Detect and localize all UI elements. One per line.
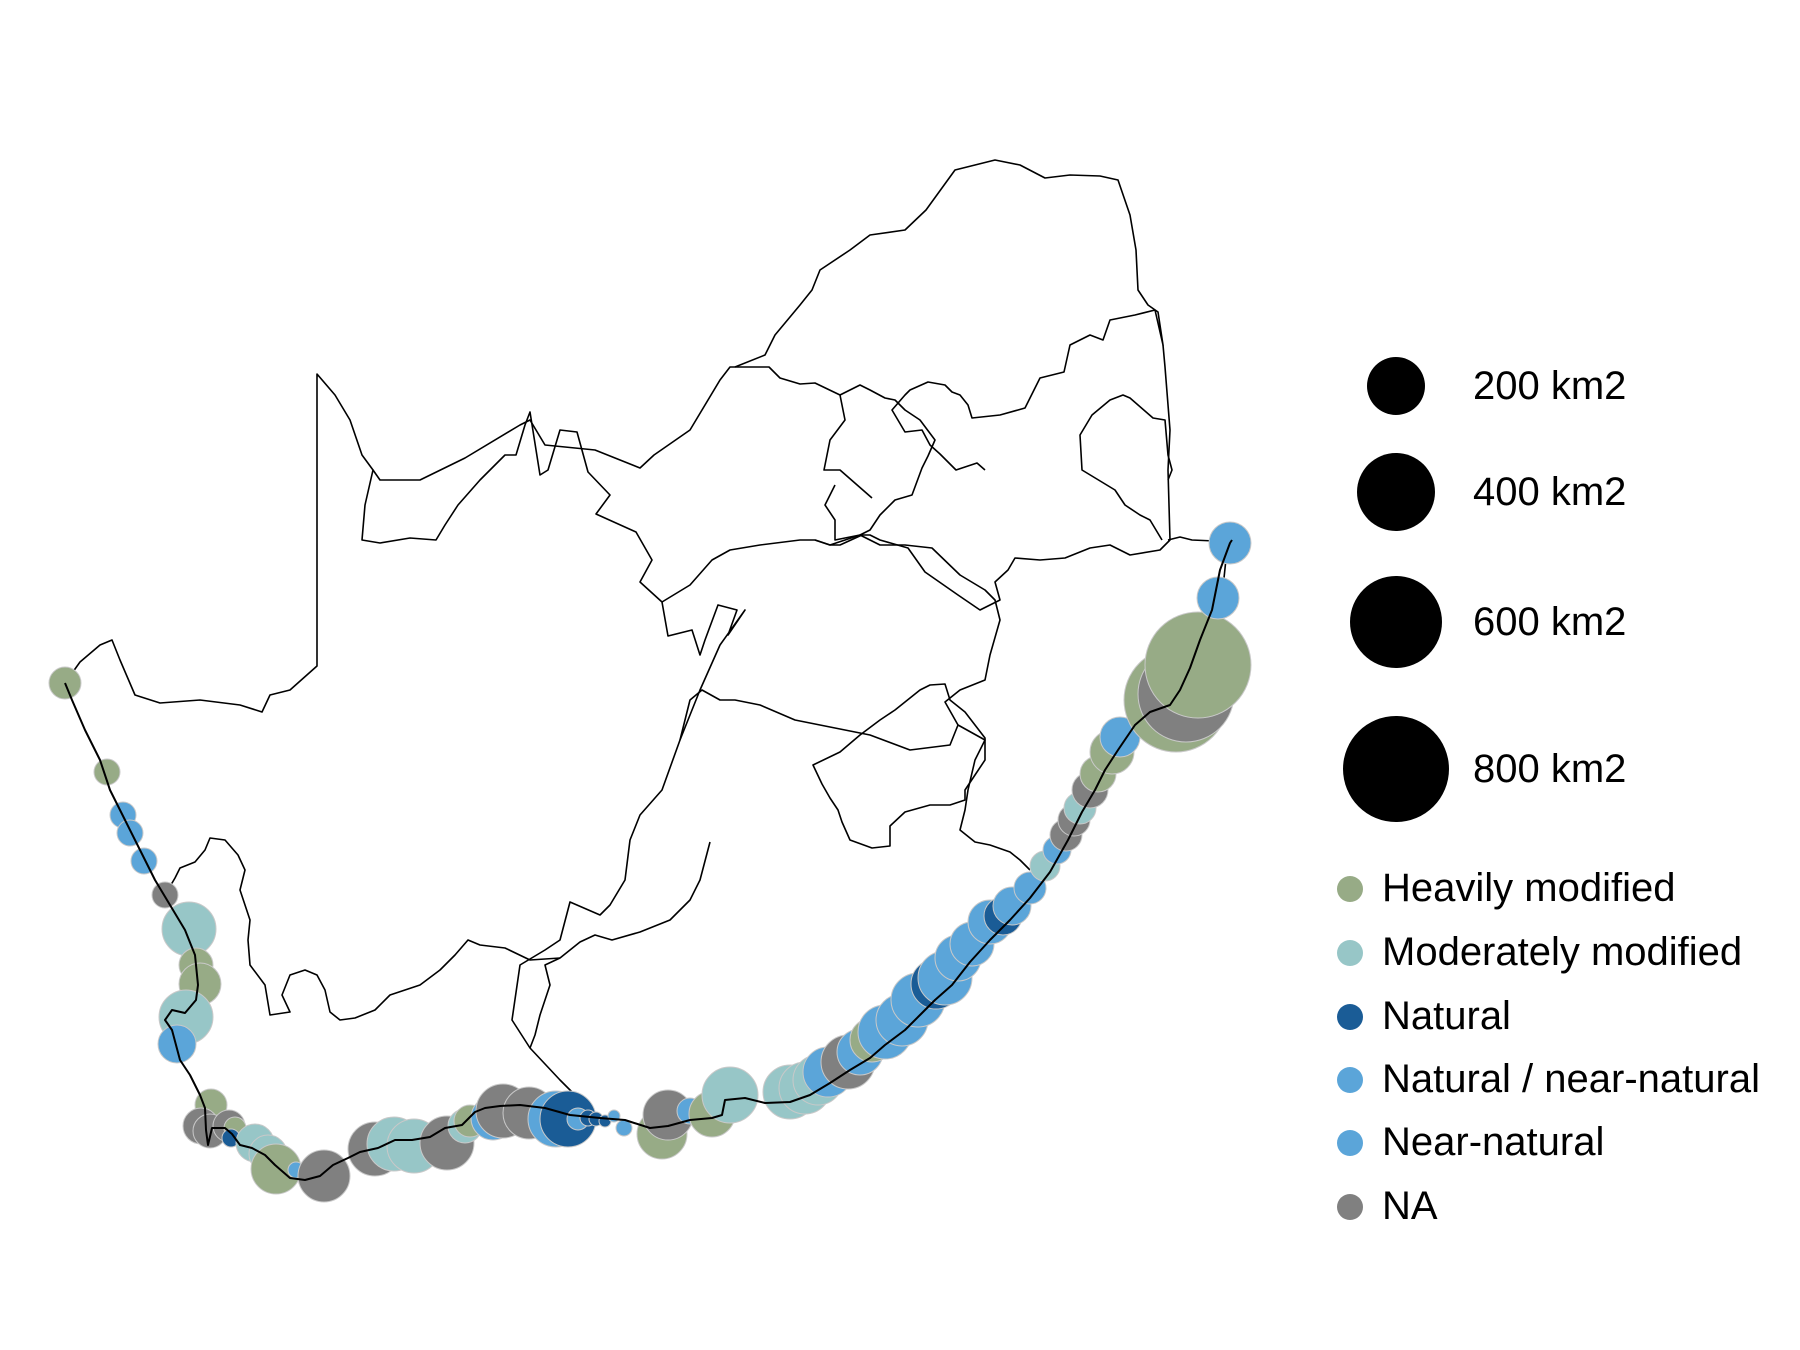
estuary-bubble (130, 847, 158, 875)
estuary-bubble (116, 819, 144, 847)
legend-label-na: NA (1382, 1184, 1438, 1228)
legend-label-natural-near-natural: Natural / near-natural (1382, 1057, 1760, 1101)
gauteng-outline (824, 384, 936, 541)
eswatini-outline (1079, 394, 1173, 541)
estuary-bubble (1013, 871, 1047, 905)
legend-dot-moderately-modified (1337, 940, 1363, 966)
legend-label-heavily-modified: Heavily modified (1382, 866, 1676, 910)
legend-label-moderately-modified: Moderately modified (1382, 930, 1743, 974)
estuary-bubble (93, 758, 121, 786)
north-west-outline (372, 366, 873, 499)
lesotho-outline (812, 683, 986, 849)
legend-dot-near-natural (1337, 1130, 1363, 1156)
estuary-bubble (157, 1024, 197, 1064)
size-legend-label-400: 400 km2 (1473, 470, 1627, 514)
size-legend-circle-200 (1367, 357, 1425, 415)
estuary-bubble (161, 901, 217, 957)
estuary-bubble (297, 1149, 351, 1203)
legend-label-near-natural: Near-natural (1382, 1120, 1605, 1164)
mpumalanga-outline (814, 344, 1171, 611)
estuary-bubble (1144, 611, 1252, 719)
limpopo-outline (734, 159, 1164, 471)
western-cape-outline (164, 837, 561, 1021)
free-state-outline (661, 534, 1001, 751)
size-legend-circle-400 (1357, 453, 1435, 531)
legend-dot-natural-near-natural (1337, 1067, 1363, 1093)
legend-dot-na (1337, 1194, 1363, 1220)
legend-dot-heavily-modified (1337, 876, 1363, 902)
northern-cape-outline (64, 373, 746, 1096)
size-legend-circle-600 (1350, 576, 1442, 668)
legend-dot-natural (1337, 1004, 1363, 1030)
estuary-bubbles (48, 521, 1252, 1203)
province-boundaries (64, 159, 1229, 1096)
eastern-cape-west-border (529, 841, 711, 1049)
size-legend-label-800: 800 km2 (1473, 747, 1627, 791)
size-legend-circle-800 (1343, 716, 1449, 822)
legend-label-natural: Natural (1382, 994, 1511, 1038)
coastline (64, 539, 1233, 1181)
eastern-cape-kzn-border (957, 724, 1031, 871)
estuary-bubble (701, 1066, 759, 1124)
size-legend-label-200: 200 km2 (1473, 364, 1627, 408)
size-legend-label-600: 600 km2 (1473, 600, 1627, 644)
